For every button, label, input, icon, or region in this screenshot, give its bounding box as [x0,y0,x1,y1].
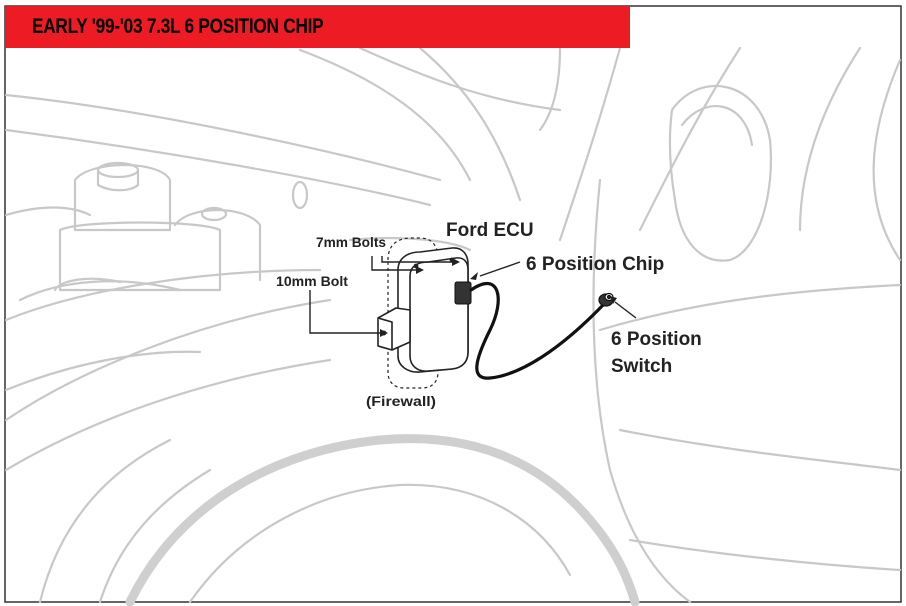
leader-lines [309,256,637,334]
chip-cable [469,282,607,380]
page-title: EARLY '99-'03 7.3L 6 POSITION CHIP [32,15,324,38]
label-firewall: (Firewall) [366,393,436,409]
label-ford-ecu: Ford ECU [446,220,534,241]
label-ten-mm-bolt: 10mm Bolt [276,273,348,289]
label-seven-mm-bolts: 7mm Bolts [316,234,386,250]
title-banner: EARLY '99-'03 7.3L 6 POSITION CHIP [5,6,630,48]
vehicle-outline [4,46,902,606]
ford-ecu [397,247,469,373]
six-position-switch [598,292,614,307]
label-six-position-switch-line1: 6 Position [611,329,702,350]
label-six-position-chip: 6 Position Chip [526,254,664,275]
label-six-position-switch-line2: Switch [611,356,672,377]
six-position-chip [454,281,472,305]
ten-mm-bolt-bracket [377,307,411,351]
arrowheads [380,258,617,337]
firewall-outline [387,237,439,389]
